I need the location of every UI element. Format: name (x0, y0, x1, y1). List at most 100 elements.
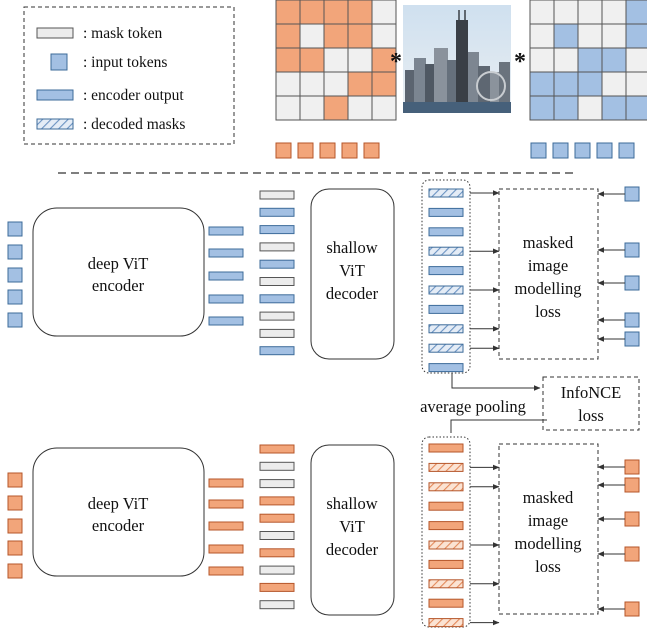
encoder-output-token (208, 316, 244, 326)
grid-cell (577, 23, 603, 49)
target-patch (624, 477, 640, 493)
input-token (7, 472, 23, 488)
input-token (7, 244, 23, 260)
orange-patch (363, 142, 380, 159)
encoder-label-line2: encoder (92, 516, 145, 535)
loss-label-line1: masked (523, 233, 574, 252)
decoder-output-token (428, 521, 464, 531)
grid-cell (577, 95, 603, 121)
grid-cell (323, 95, 349, 121)
target-patch (624, 242, 640, 258)
blue-patch (552, 142, 569, 159)
grid-cell (275, 0, 301, 25)
photo-building (490, 72, 500, 110)
grid-cell (299, 0, 325, 25)
legend-swatch-mask (36, 27, 74, 39)
grid-cell (577, 71, 603, 97)
encoder-output-token (208, 294, 244, 304)
encoder-output-token (208, 521, 244, 531)
decoder-label-line2: ViT (339, 517, 365, 536)
decoder-output-token (428, 443, 464, 453)
grid-cell (601, 0, 627, 25)
city-skyline-photo (403, 5, 511, 113)
input-token (7, 518, 23, 534)
grid-cell (323, 0, 349, 25)
encoder-output-token (259, 207, 295, 217)
encoder-output-token (259, 444, 295, 454)
grid-cell (275, 47, 301, 73)
decoder-output-token (428, 559, 464, 569)
bottom-branch: deep ViTencodershallowViTdecodermaskedim… (7, 436, 640, 628)
loss-label-line4: loss (535, 557, 561, 576)
pooling-infonce: InfoNCE loss average pooling (408, 373, 640, 433)
photo-water (403, 102, 511, 113)
grid-cell (275, 95, 301, 121)
decoder-label-line3: decoder (326, 540, 379, 559)
mask-token (259, 461, 295, 471)
grid-cell (347, 0, 373, 25)
mask-token (259, 311, 295, 321)
loss-label-line1: masked (523, 488, 574, 507)
encoder-label-line2: encoder (92, 276, 145, 295)
photo-building (414, 58, 426, 110)
grid-cell (625, 95, 647, 121)
target-patch (624, 546, 640, 562)
input-token (7, 267, 23, 283)
loss-label-line4: loss (535, 302, 561, 321)
loss-label-line3: modelling (515, 279, 582, 298)
target-patch (624, 275, 640, 291)
target-patch (624, 331, 640, 347)
grid-cell (347, 47, 373, 73)
legend-box (23, 6, 235, 145)
decoder-output-token (428, 227, 464, 237)
grid-cell (347, 95, 373, 121)
decoded-mask-token (428, 343, 464, 353)
masked-image-modelling-loss-box (498, 188, 599, 360)
encoder-output-token (208, 248, 244, 258)
decoded-mask-token (428, 462, 464, 472)
legend-swatch-encoder (36, 89, 74, 101)
legend-label-encoder: : encoder output (83, 87, 184, 104)
encoder-output-token (259, 225, 295, 235)
photo-building (468, 52, 479, 110)
mask-token (259, 277, 295, 286)
legend-swatch-decoded (36, 118, 74, 130)
loss-label-line2: image (528, 511, 568, 530)
mask-token (259, 600, 295, 610)
top-branch: deep ViTencodershallowViTdecodermaskedim… (7, 179, 640, 374)
shallow-vit-decoder-box (310, 444, 395, 616)
encoder-output-token (208, 271, 244, 281)
encoder-output-token (208, 544, 244, 554)
decoded-mask-token (428, 324, 464, 334)
decoder-label-line1: shallow (326, 238, 377, 257)
multiply-symbol-right: * (514, 49, 526, 75)
decoded-mask-token (428, 188, 464, 198)
grid-cell (577, 47, 603, 73)
grid-cell (601, 23, 627, 49)
grid-cell (299, 71, 325, 97)
grid-cell (275, 71, 301, 97)
target-patch (624, 511, 640, 527)
encoder-output-token (259, 294, 295, 304)
grid-cell (553, 0, 579, 25)
decoder-output-token (428, 598, 464, 608)
grid-cell (275, 23, 301, 49)
masked-image-modelling-loss-box (498, 443, 599, 615)
encoder-label-line1: deep ViT (88, 494, 149, 513)
legend-label-input: : input tokens (83, 54, 167, 71)
blue-patch (596, 142, 613, 159)
mask-token (259, 565, 295, 575)
grid-cell (529, 47, 555, 73)
orange-patch (297, 142, 314, 159)
deep-vit-encoder-box (32, 447, 205, 577)
decoder-label-line2: ViT (339, 261, 365, 280)
decoder-label-line3: decoder (326, 284, 379, 303)
encoder-output-token (208, 478, 244, 488)
grid-cell (347, 23, 373, 49)
grid-cell (371, 0, 397, 25)
photo-building (434, 48, 448, 110)
decoded-mask-token (428, 482, 464, 492)
grid-cell (625, 23, 647, 49)
